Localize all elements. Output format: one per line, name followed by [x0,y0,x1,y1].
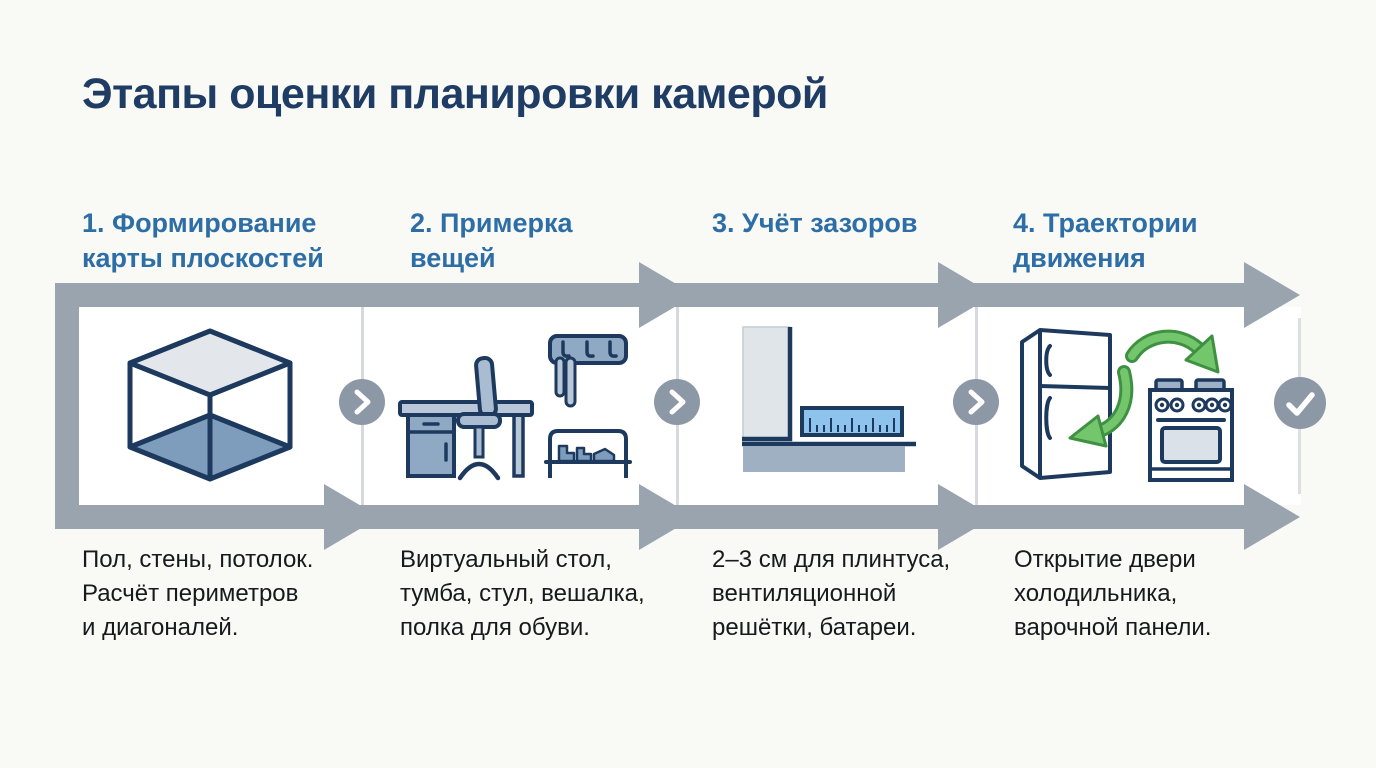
shoe-shelf-icon [544,429,632,478]
step-heading-4: 4. Траектории движения [1013,208,1198,273]
office-chair-icon [456,355,502,481]
ruler-icon [800,406,904,437]
step-description-4: Открытие двери холодильника, варочной па… [1014,546,1212,641]
step-description-2: Виртуальный стол, тумба, стул, вешалка, … [400,546,645,641]
wall-edge-line [742,327,793,442]
stove-icon [1148,378,1234,482]
cube-3d-icon [127,328,293,482]
left-connector-bar [55,283,79,529]
step-heading-3: 3. Учёт зазоров [712,208,918,238]
step-description-1: Пол, стены, потолок. Расчёт периметров и… [82,546,314,641]
arrowhead-right-icon [1244,262,1300,328]
fridge-icon [1020,328,1112,480]
arrowhead-right-icon [938,262,994,328]
furniture-set-icon [398,334,632,481]
step-heading-1: 1. Формирование карты плоскостей [82,208,324,273]
coat-rack-icon [548,334,628,408]
arrowhead-right-icon [324,484,380,550]
step-description-3: 2–3 см для плинтуса, вентиляционной решё… [712,546,951,641]
stove-swing-arrow-icon [1125,329,1220,374]
wall-panel-shape [742,326,791,440]
clearance-ruler-icon [742,326,916,472]
step-heading-2: 2. Примерка вещей [410,208,573,273]
arrowhead-right-icon [639,262,695,328]
chevron-right-icon [339,379,385,425]
arrowhead-right-icon [639,484,695,550]
baseboard-floor-shape [742,441,916,472]
arrowhead-right-icon [938,484,994,550]
chevron-right-icon [654,379,700,425]
arrowhead-right-icon [1244,484,1300,550]
page-title: Этапы оценки планировки камерой [82,70,828,118]
door-swing-arrow-icon [1068,365,1134,448]
chevron-right-icon [953,379,999,425]
check-icon [1274,377,1326,429]
appliance-swing-icon [1020,328,1234,482]
desk-icon [398,400,534,478]
